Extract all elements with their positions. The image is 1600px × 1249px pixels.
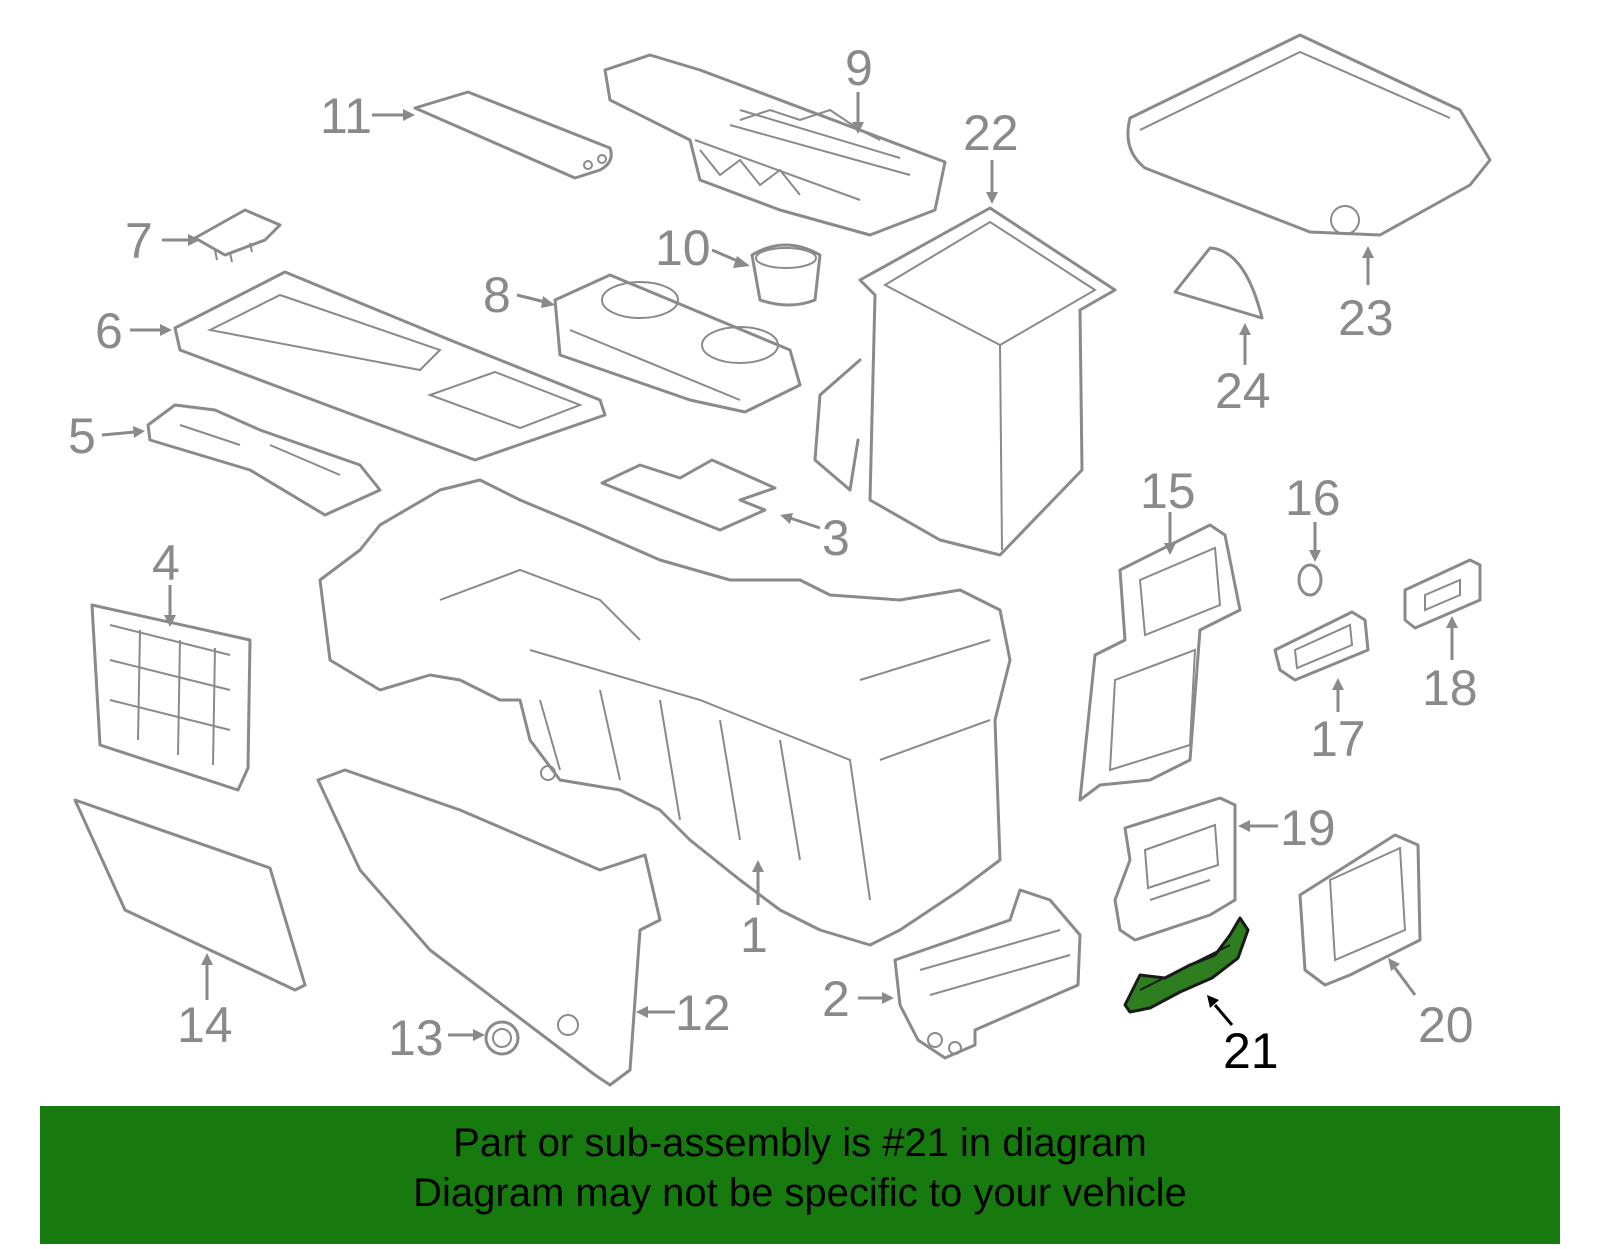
- callout-17: 17: [1310, 711, 1366, 767]
- part-12-side-trim: [316, 768, 662, 1087]
- part-16-button: [1297, 563, 1323, 597]
- callout-13: 13: [388, 1010, 444, 1066]
- callout-20: 20: [1418, 997, 1474, 1053]
- callout-18: 18: [1422, 660, 1478, 716]
- callout-8: 8: [483, 267, 511, 323]
- callout-11: 11: [320, 88, 372, 144]
- callout-23: 23: [1338, 290, 1394, 346]
- part-8-cupholder: [553, 273, 802, 414]
- info-banner: Part or sub-assembly is #21 in diagram D…: [40, 1106, 1560, 1244]
- part-24-wedge: [1173, 246, 1264, 320]
- callout-10: 10: [655, 220, 711, 276]
- part-1-console-body: [318, 478, 1012, 947]
- callout-1: 1: [740, 907, 768, 963]
- callout-16: 16: [1285, 470, 1341, 526]
- callout-4: 4: [152, 535, 180, 591]
- part-19-module: [1113, 796, 1237, 942]
- part-20-module: [1298, 833, 1422, 987]
- part-5-bracket: [146, 403, 382, 517]
- callout-14: 14: [177, 997, 233, 1053]
- callout-5: 5: [68, 408, 96, 464]
- callout-22: 22: [963, 105, 1019, 161]
- part-14-trim: [73, 798, 307, 992]
- callout-12: 12: [675, 985, 731, 1041]
- part-17-usb: [1273, 610, 1370, 682]
- part-9-tray: [603, 53, 947, 237]
- part-23-lid: [1126, 33, 1492, 237]
- part-11-pad: [413, 90, 613, 180]
- callout-6: 6: [95, 303, 123, 359]
- part-2-duct: [893, 888, 1082, 1060]
- callout-15: 15: [1140, 463, 1196, 519]
- callout-9: 9: [845, 40, 873, 96]
- part-15-bezel: [1078, 523, 1242, 802]
- callout-21: 21: [1223, 1023, 1279, 1079]
- banner-line-1: Part or sub-assembly is #21 in diagram: [453, 1121, 1147, 1165]
- callout-labels: 11 9 22 23 24 7 10 8 6 5 3 4 1 14 12 13 …: [68, 40, 1478, 1079]
- callout-2: 2: [822, 971, 850, 1027]
- part-3-mat: [600, 458, 777, 532]
- part-22-bin: [813, 206, 1117, 557]
- leader-lines: [101, 92, 1458, 1041]
- callout-24: 24: [1215, 363, 1271, 419]
- banner-line-2: Diagram may not be specific to your vehi…: [413, 1171, 1187, 1215]
- part-6-panel: [173, 270, 607, 462]
- part-13-plug: [484, 1020, 520, 1056]
- callout-7: 7: [125, 213, 153, 269]
- part-18-switch: [1403, 558, 1482, 630]
- part-7-clip: [193, 208, 282, 263]
- part-10-cup-insert: [750, 243, 822, 307]
- part-21-highlighted: [1123, 916, 1250, 1014]
- callout-19: 19: [1280, 800, 1336, 856]
- part-4-side-panel: [90, 603, 252, 792]
- callout-3: 3: [822, 510, 850, 566]
